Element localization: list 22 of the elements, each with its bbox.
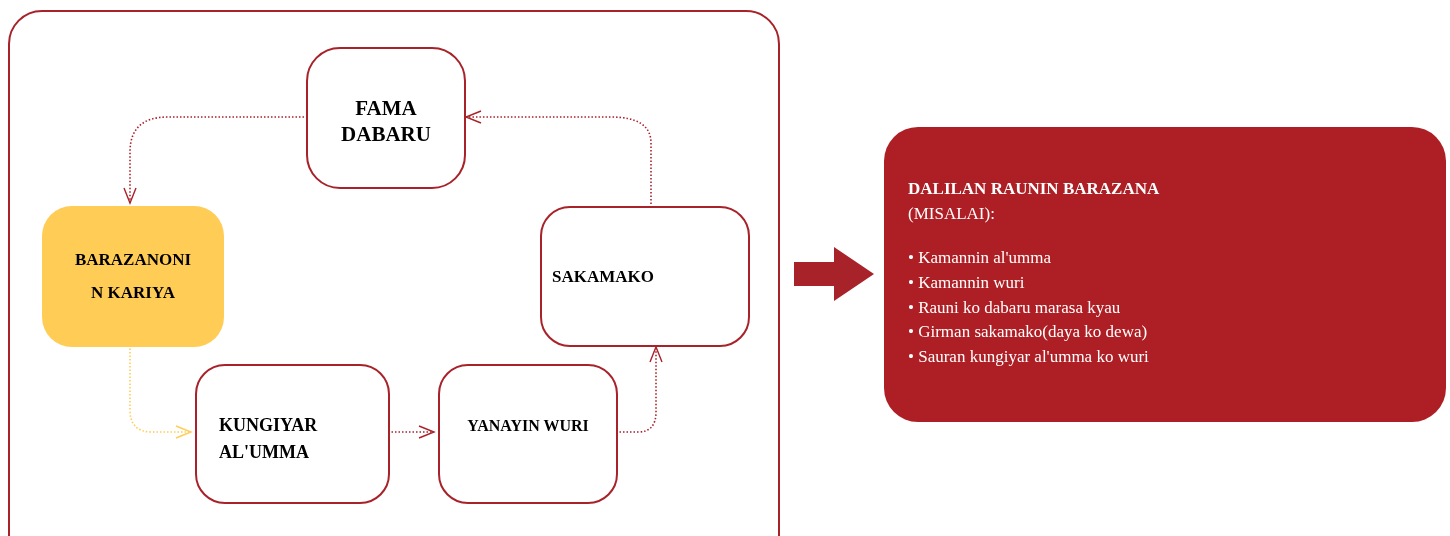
process-box <box>540 206 750 347</box>
node-label: BARAZANONI N KARIYA <box>74 249 192 304</box>
bullet-item: • Sauran kungiyar al'umma ko wuri <box>908 345 1150 368</box>
node-label: KUNGIYAR AL'UMMA <box>219 414 319 464</box>
highlighted-box <box>42 206 224 347</box>
node-label: SAKAMAKO <box>552 265 654 288</box>
process-box <box>438 364 618 504</box>
node-label: YANAYIN WURI <box>467 416 589 436</box>
node-label: FAMA DABARU <box>340 95 432 148</box>
panel-frame <box>8 10 780 536</box>
process-box <box>306 47 466 189</box>
bullet-item: • Girman sakamako(daya ko dewa) <box>908 321 1149 344</box>
process-box <box>195 364 390 504</box>
dotted-arrow <box>465 110 652 205</box>
dotted-arrow <box>123 116 305 204</box>
card-heading: DALILAN RAUNIN BARAZANA <box>908 178 1161 200</box>
card-subheading: (MISALAI): <box>908 202 996 225</box>
bullet-item: • Kamannin al'umma <box>908 247 1053 270</box>
block-arrow <box>794 247 874 301</box>
bullet-item: • Rauni ko dabaru marasa kyau <box>908 296 1122 319</box>
bullet-item: • Kamannin wuri <box>908 271 1026 294</box>
info-card <box>884 127 1446 422</box>
